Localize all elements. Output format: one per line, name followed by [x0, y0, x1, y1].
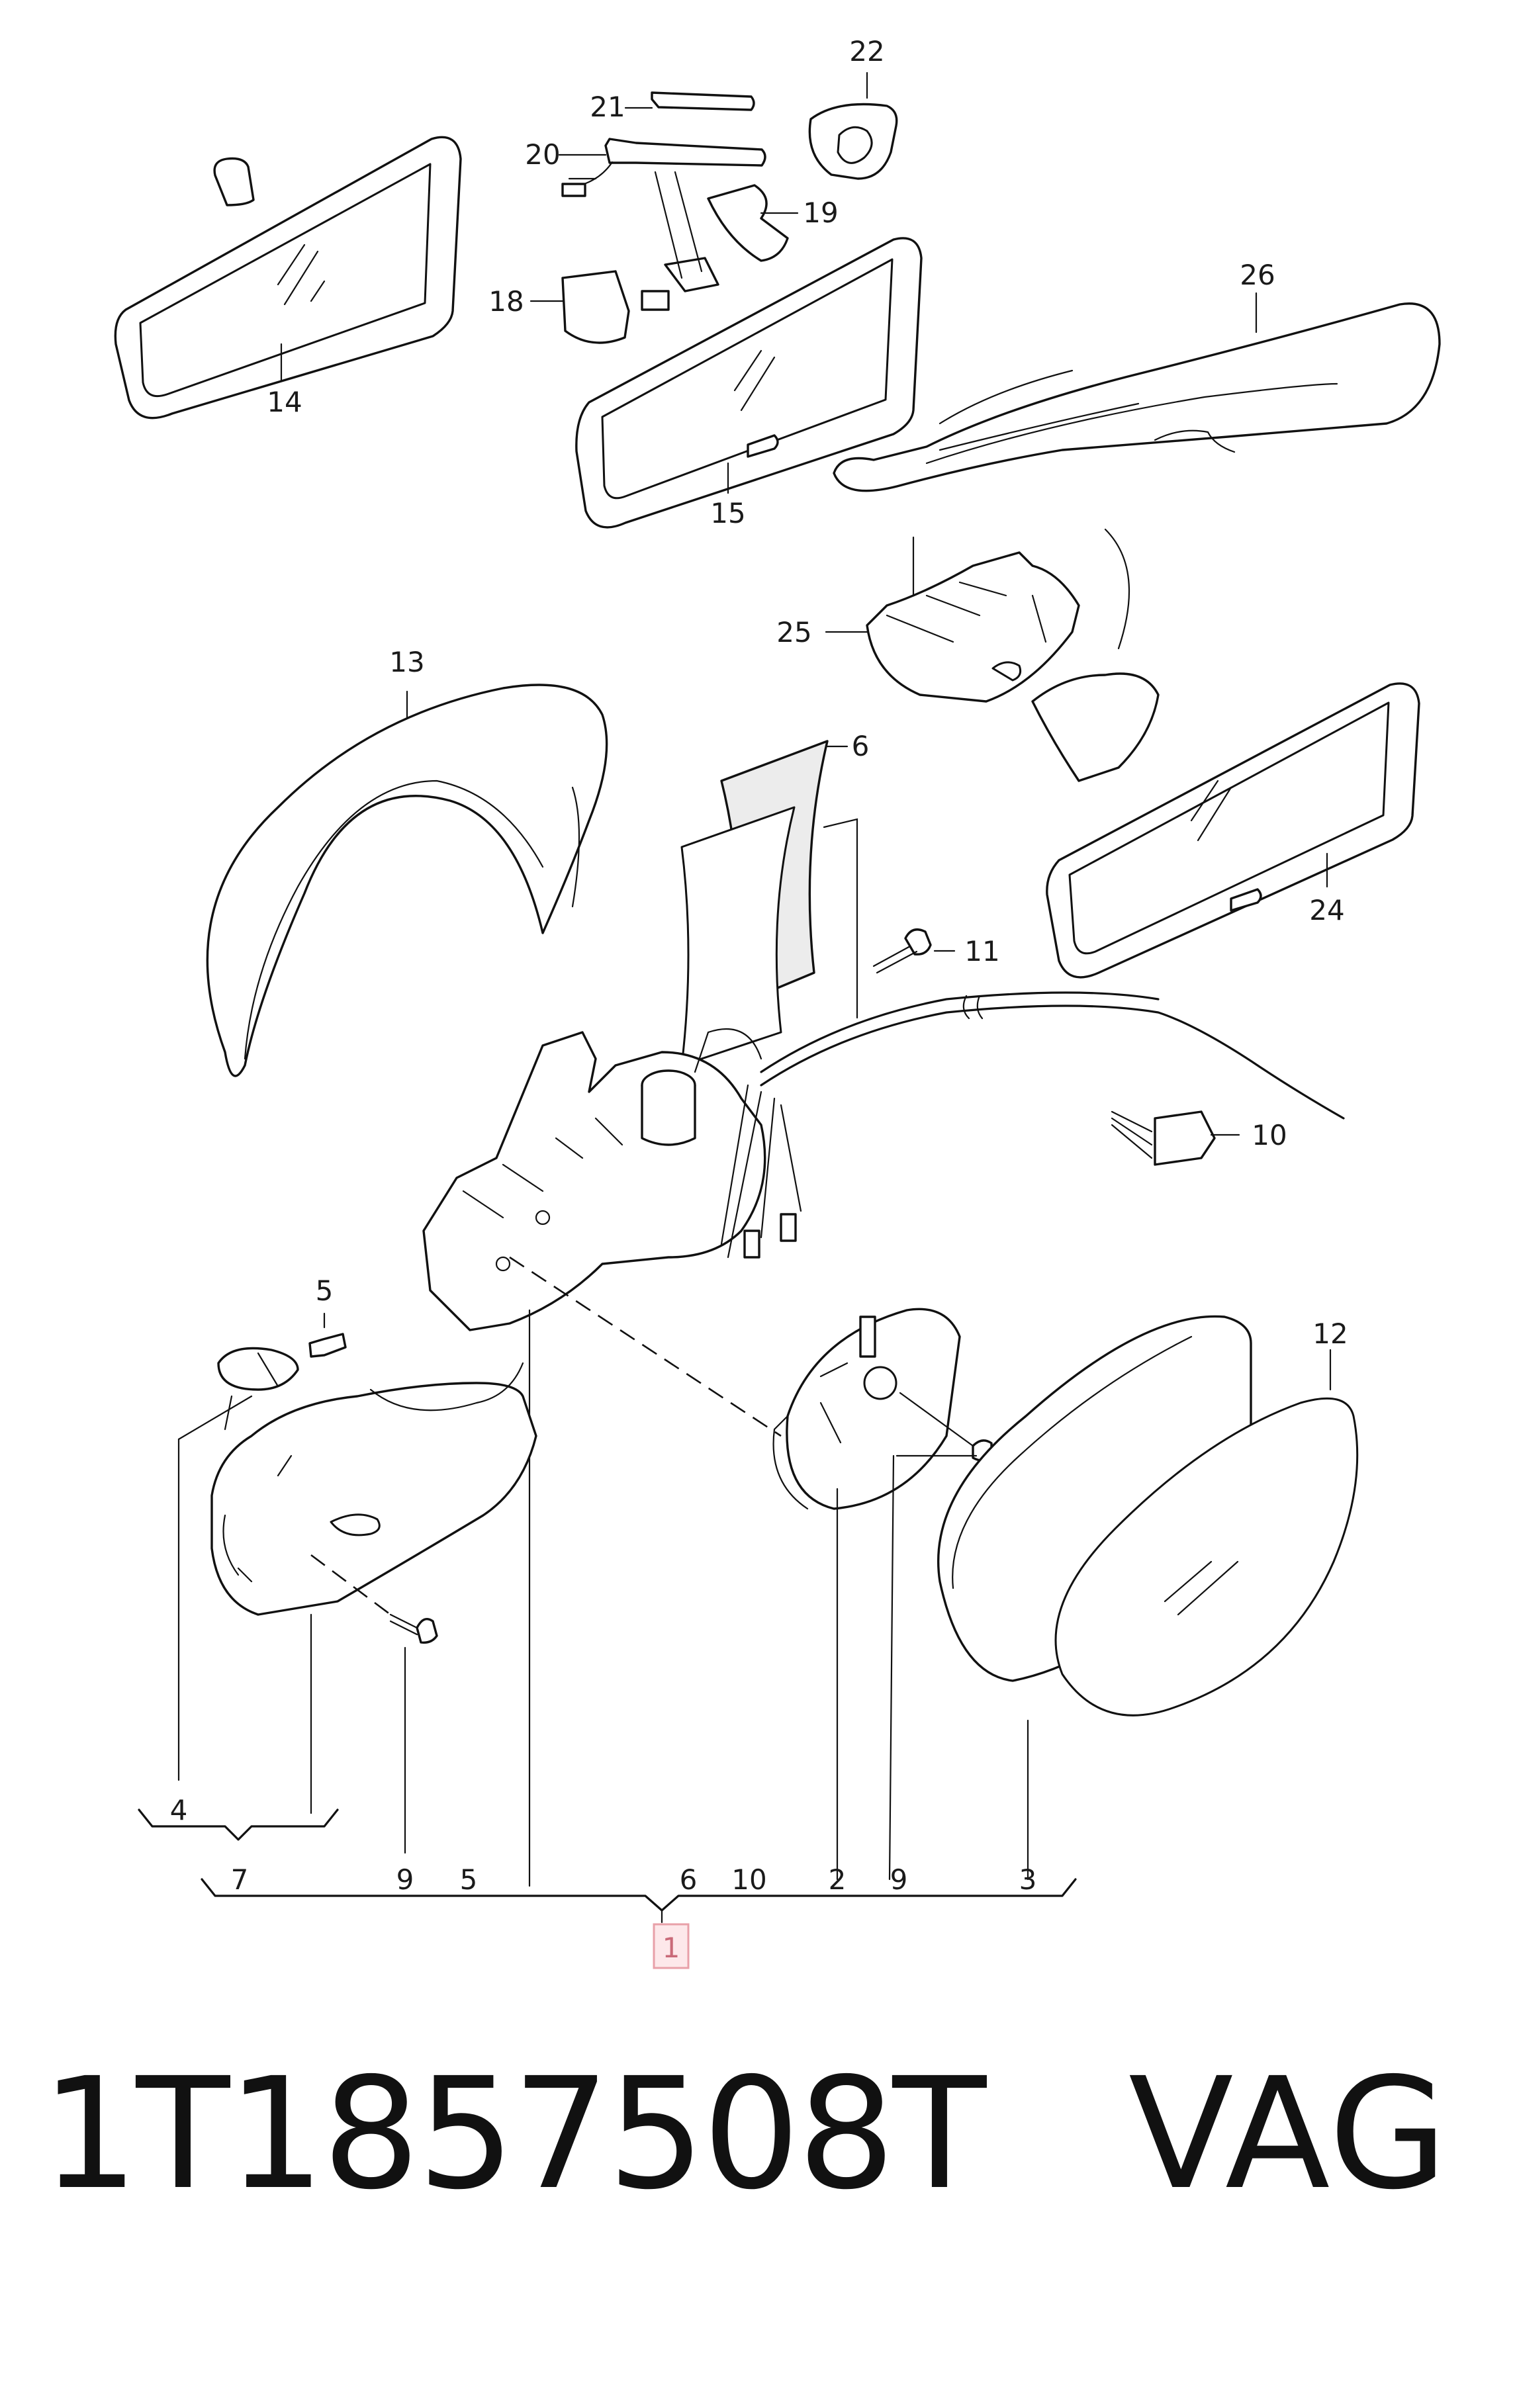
brand-name: VAG	[1128, 2045, 1449, 2223]
screw-axis-line	[310, 1554, 391, 1616]
callout-18: 18	[488, 285, 524, 318]
part-9-screw-left	[389, 1613, 438, 1854]
part-5-bulb: 5	[217, 1274, 347, 1391]
assembly-axis-line	[509, 1256, 782, 1437]
part-26-mirror-trim-cover: 26	[833, 259, 1441, 650]
callout-24: 24	[1309, 894, 1344, 926]
callout-14: 14	[267, 386, 302, 418]
part-10-wiring-harness: 10	[760, 991, 1345, 1166]
assembly-bracket: 7 9 5 6 10 2 9 3 1	[138, 1808, 1077, 1969]
part-9-screw-right	[888, 1392, 993, 1881]
callout-19: 19	[803, 197, 838, 229]
callout-22: 22	[849, 35, 884, 67]
footer: 1T1857508T VAG	[0, 2045, 1515, 2243]
callout-13: 13	[389, 646, 424, 678]
part-2-adjustment-motor	[772, 1308, 961, 1881]
part-14-rearview-mirror: 14	[114, 136, 462, 420]
callout-11: 11	[964, 935, 999, 967]
part-11-screw: 11	[872, 928, 1000, 974]
bracket-item-10: 10	[731, 1863, 766, 1896]
part-15-rearview-mirror: 15	[575, 237, 923, 529]
callout-25: 25	[776, 616, 811, 648]
callout-4: 4	[170, 1794, 188, 1826]
callout-20: 20	[525, 138, 560, 171]
bracket-item-2: 2	[829, 1863, 847, 1896]
callout-26: 26	[1240, 259, 1275, 291]
part-13-mirror-housing-cap: 13	[206, 646, 608, 1077]
callout-5: 5	[316, 1274, 334, 1307]
mirror-base-frame	[422, 1028, 802, 1887]
callout-21: 21	[590, 91, 625, 123]
bracket-item-3: 3	[1019, 1863, 1037, 1896]
part-number: 1T1857508T	[41, 2045, 986, 2223]
part-6-adhesive-foil: 6	[680, 730, 870, 1067]
bracket-item-9a: 9	[396, 1863, 414, 1896]
callout-12: 12	[1312, 1317, 1348, 1350]
bracket-item-5: 5	[460, 1863, 478, 1896]
bracket-item-9b: 9	[890, 1863, 908, 1896]
highlight-box-1	[653, 1923, 690, 1969]
bracket-sub-label-7: 7	[231, 1863, 249, 1896]
bracket-item-6: 6	[680, 1863, 698, 1896]
part-25-mirror-base-housing: 25	[776, 551, 1080, 703]
part-12-mirror-glass: 12	[1054, 1317, 1359, 1717]
part-4-lower-housing: 4	[170, 1362, 537, 1826]
callout-6: 6	[852, 730, 870, 762]
callout-1: 1	[663, 1932, 680, 1964]
callout-15: 15	[710, 497, 745, 529]
callout-10: 10	[1252, 1119, 1287, 1151]
parts-18-22-mounting-parts: 21 20 22 19 18	[488, 35, 898, 344]
part-24-rearview-mirror: 24	[1031, 672, 1420, 979]
